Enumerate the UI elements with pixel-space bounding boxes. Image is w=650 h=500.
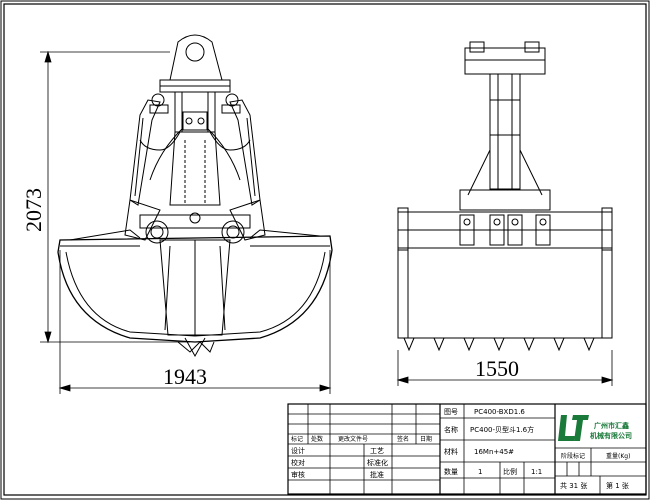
front-view <box>57 34 333 358</box>
approve-label: 批准 <box>370 470 384 479</box>
rev-header-mark: 标记 <box>291 435 303 443</box>
name-label: 名称 <box>444 425 458 434</box>
material-value: 16Mn+45# <box>474 448 514 456</box>
rev-header-docno: 更改文件号 <box>338 435 368 443</box>
side-teeth <box>403 337 595 352</box>
inner-frame <box>3 3 647 496</box>
rev-header-count: 处数 <box>311 435 323 443</box>
process-label: 工艺 <box>370 447 384 455</box>
review-label: 审核 <box>291 470 305 479</box>
company-logo <box>558 415 589 441</box>
front-width-label: 1943 <box>163 364 207 389</box>
front-width-dimension <box>58 250 332 394</box>
company-name-line1: 广州市汇鑫 <box>594 421 629 430</box>
side-width-dimension <box>396 350 614 386</box>
side-width-label: 1550 <box>475 356 519 381</box>
name-value: PC400-贝型斗1.6方 <box>470 425 534 434</box>
drawing-no-value: PC400-BXD1.6 <box>474 408 525 416</box>
title-block <box>287 403 647 495</box>
material-label: 材料 <box>444 447 458 456</box>
total-sheets: 共 31 张 <box>560 481 587 490</box>
scale-value: 1:1 <box>531 468 542 476</box>
design-label: 设计 <box>291 446 305 455</box>
weight-label: 重量(Kg) <box>606 452 630 460</box>
rev-header-sign: 签名 <box>397 435 409 443</box>
check-label: 校对 <box>291 458 305 467</box>
rev-header-date: 日期 <box>420 435 432 443</box>
company-name-line2: 机械有限公司 <box>590 431 632 440</box>
side-view <box>397 41 613 352</box>
qty-label: 数量 <box>444 467 458 476</box>
drawing-no-label: 图号 <box>444 408 458 416</box>
height-dimension-label: 2073 <box>21 188 46 232</box>
qty-value: 1 <box>478 468 482 476</box>
standard-label: 标准化 <box>367 458 388 467</box>
scale-label: 比例 <box>503 467 517 476</box>
stage-mark-label: 阶段标记 <box>561 452 585 460</box>
height-dimension <box>40 50 190 344</box>
sheet-number: 第 1 张 <box>606 481 629 490</box>
